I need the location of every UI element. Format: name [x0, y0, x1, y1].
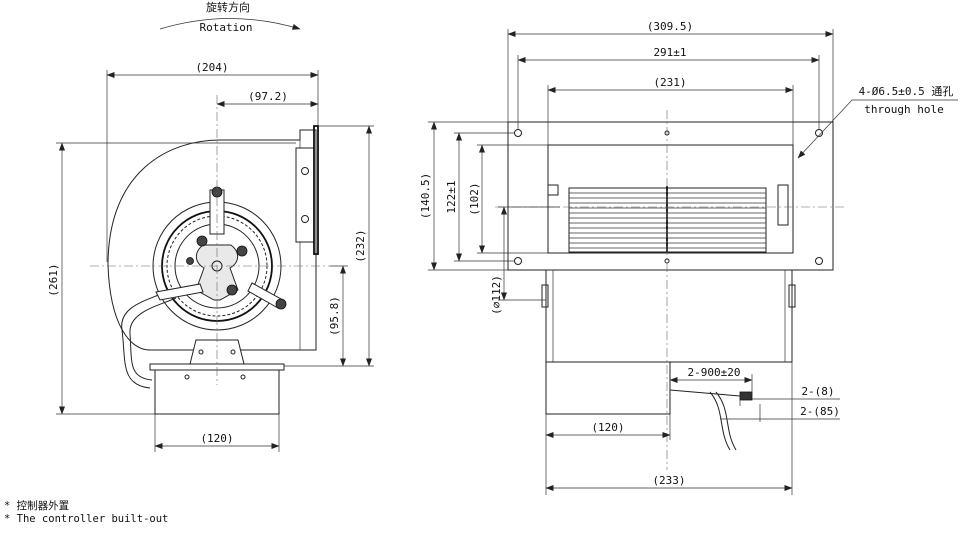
hole-note-line2: through hole [864, 103, 943, 116]
motor-cable [121, 289, 171, 389]
mount-screw-1 [196, 235, 208, 247]
hole-note-line1: 4-Ø6.5±0.5 通孔 [859, 85, 954, 98]
dim-label-height-overall: (261) [47, 263, 60, 296]
rotation-arrow [159, 18, 301, 30]
rotation-indicator: 旋转方向 Rotation [159, 0, 301, 34]
note-cn: * 控制器外置 [4, 500, 70, 512]
motor-cable-inner [129, 297, 177, 381]
dim-label-height-housing: (232) [354, 229, 367, 262]
dim-label-controller-width-front: (120) [591, 421, 624, 434]
dim-label-wire-strip-1: 2-(8) [801, 385, 834, 398]
flange-hole-top [301, 167, 309, 175]
dim-label-offset-axis: (97.2) [248, 90, 288, 103]
housing-body [545, 269, 793, 363]
rotation-label-en: Rotation [200, 21, 253, 34]
dim-label-flange-height: (140.5) [419, 173, 432, 219]
front-view: (309.5) 291±1 (231) (140.5) 122±1 [419, 20, 958, 495]
right-clip-screw [275, 298, 287, 310]
dim-label-hole-spacing-vertical: 122±1 [445, 180, 458, 213]
notes: * 控制器外置 * The controller built-out [4, 500, 168, 526]
controller-screw-2 [240, 374, 246, 380]
mounting-flange [295, 147, 315, 243]
dim-label-cable-length: 2-900±20 [688, 366, 741, 379]
body-clip-left [541, 284, 549, 308]
dim-label-flange-width: (309.5) [647, 20, 693, 33]
dim-label-outlet-width: (231) [653, 76, 686, 89]
controller-box [154, 369, 280, 415]
cable-clamp [155, 283, 204, 301]
dim-label-overall-width: (233) [652, 474, 685, 487]
base-hole-2 [230, 349, 236, 355]
dim-label-axis-height: (95.8) [328, 296, 341, 336]
outlet-tab-right [777, 184, 789, 226]
front-cable-down-1 [709, 391, 731, 451]
dim-label-wire-strip-2: 2-(85) [800, 405, 840, 418]
wire-end-connector [739, 391, 753, 401]
rotation-label-cn: 旋转方向 [206, 0, 250, 14]
outlet-flange-edge [313, 125, 319, 255]
blower-housing [107, 129, 317, 351]
front-cable-down-2 [715, 391, 737, 451]
front-hole-top-left [514, 129, 522, 137]
front-hole-top-right [815, 129, 823, 137]
hole-note-leader [797, 99, 853, 159]
dim-label-hole-spacing-horizontal: 291±1 [653, 46, 686, 59]
front-hole-bottom-right [815, 257, 823, 265]
mount-screw-2 [236, 245, 248, 257]
controller-screw-1 [184, 374, 190, 380]
dim-label-motor-diameter: (⌀112) [490, 275, 503, 315]
body-clip-right [788, 284, 796, 308]
dim-label-width-overall: (204) [195, 61, 228, 74]
dim-label-outlet-height: (102) [468, 182, 481, 215]
flange-hole-bottom [301, 215, 309, 223]
front-cable [669, 389, 741, 397]
base-hole-1 [198, 349, 204, 355]
mount-screw-4 [186, 257, 194, 265]
note-en: * The controller built-out [4, 513, 169, 525]
front-hole-bottom-left [514, 257, 522, 265]
outlet-tab-left [547, 184, 559, 196]
dim-label-controller-width-side: (120) [200, 432, 233, 445]
side-view: (204) (97.2) (261) (232) (95.8) (120) [47, 61, 374, 452]
mount-screw-3 [226, 284, 238, 296]
front-controller-box [545, 361, 671, 415]
